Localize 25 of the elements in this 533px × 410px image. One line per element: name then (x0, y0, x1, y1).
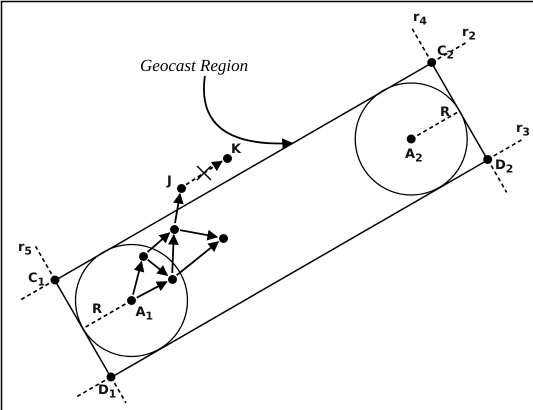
point-label: R (440, 105, 450, 120)
arrow (180, 229, 218, 240)
arrow (147, 259, 168, 276)
point-label: K (231, 142, 242, 157)
arrow (176, 241, 220, 276)
arrow (173, 192, 184, 224)
point-label: r$_{2}$ (462, 25, 476, 44)
point-label: R (92, 302, 102, 317)
arrow (168, 234, 179, 274)
point-label: D$_{1}$ (98, 383, 116, 402)
arrow (136, 281, 168, 298)
point-label: r$_{4}$ (413, 10, 427, 29)
point-label: C$_{1}$ (28, 271, 46, 290)
point-label: J (167, 174, 172, 189)
dashed-arrow (186, 160, 223, 186)
point-label: r$_{3}$ (516, 121, 530, 140)
arrow (132, 260, 144, 295)
leader-arrow (203, 76, 294, 149)
point-label: A$_{1}$ (135, 305, 154, 324)
point-label: C$_{2}$ (437, 44, 454, 63)
point-label: r$_{5}$ (18, 240, 32, 259)
arrow (146, 232, 170, 253)
point-label: D$_{2}$ (495, 158, 514, 177)
point-label: A$_{2}$ (405, 147, 423, 166)
callout-text: Geocast Region (140, 56, 248, 75)
